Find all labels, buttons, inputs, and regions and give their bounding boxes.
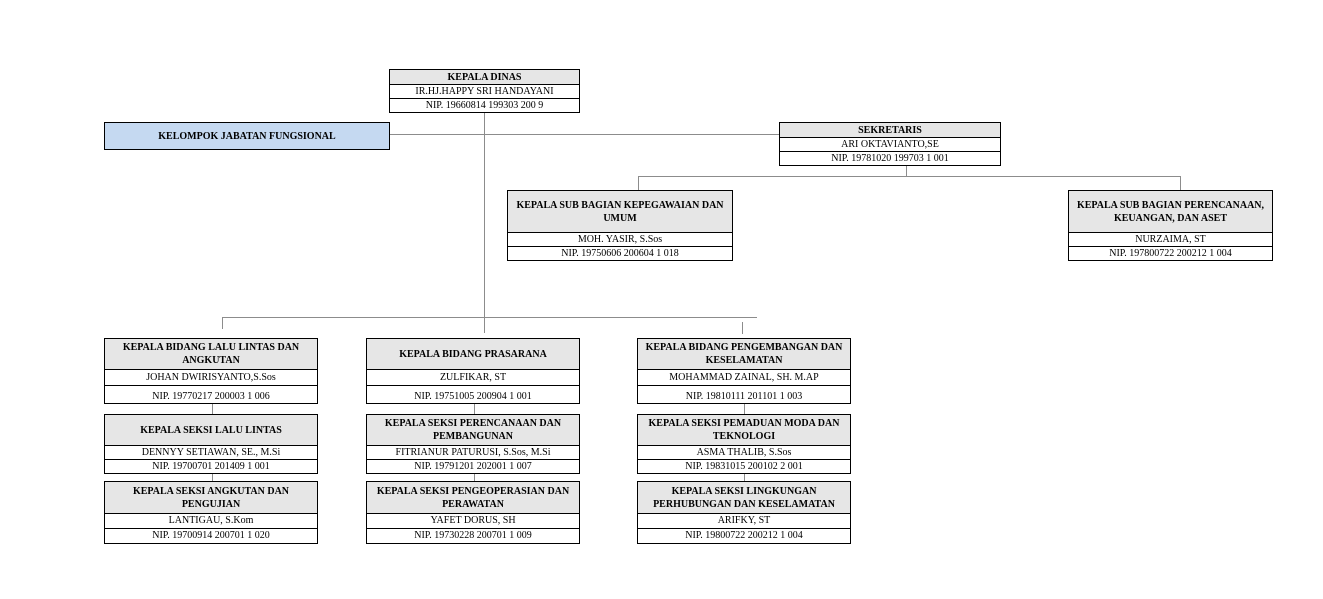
subbag-kepegawaian-title: KEPALA SUB BAGIAN KEPEGAWAIAN DAN UMUM [508,191,732,233]
connector-fungsional [390,134,780,135]
seksi-pengoperasian-nip: NIP. 19730228 200701 1 009 [367,529,579,544]
seksi-lalin-title: KEPALA SEKSI LALU LINTAS [105,415,317,446]
kepala-dinas-box: KEPALA DINAS IR.HJ.HAPPY SRI HANDAYANI N… [389,69,580,113]
seksi-angkutan-box: KEPALA SEKSI ANGKUTAN DAN PENGUJIAN LANT… [104,481,318,544]
connector-subbag-horizontal [638,176,1181,177]
seksi-pemaduan-name: ASMA THALIB, S.Sos [638,446,850,460]
seksi-lalin-nip: NIP. 19700701 201409 1 001 [105,460,317,474]
connector-sekretaris-down [906,163,907,176]
connector-col2-b [474,469,475,481]
seksi-pemaduan-title: KEPALA SEKSI PEMADUAN MODA DAN TEKNOLOGI [638,415,850,446]
seksi-lingkungan-nip: NIP. 19800722 200212 1 004 [638,529,850,544]
kepala-dinas-title: KEPALA DINAS [390,70,579,85]
sekretaris-box: SEKRETARIS ARI OKTAVIANTO,SE NIP. 197810… [779,122,1001,166]
connector-col1-a [212,400,213,414]
subbag-perencanaan-nip: NIP. 197800722 200212 1 004 [1069,247,1272,261]
seksi-perencanaan-box: KEPALA SEKSI PERENCANAAN DAN PEMBANGUNAN… [366,414,580,474]
bidang-lalin-box: KEPALA BIDANG LALU LINTAS DAN ANGKUTAN J… [104,338,318,404]
subbag-perencanaan-title: KEPALA SUB BAGIAN PERENCANAAN, KEUANGAN,… [1069,191,1272,233]
subbag-perencanaan-name: NURZAIMA, ST [1069,233,1272,247]
sekretaris-title: SEKRETARIS [780,123,1000,138]
subbag-kepegawaian-name: MOH. YASIR, S.Sos [508,233,732,247]
seksi-perencanaan-title: KEPALA SEKSI PERENCANAAN DAN PEMBANGUNAN [367,415,579,446]
subbag-kepegawaian-nip: NIP. 19750606 200604 1 018 [508,247,732,261]
seksi-lalin-name: DENNYY SETIAWAN, SE., M.Si [105,446,317,460]
seksi-perencanaan-nip: NIP. 19791201 202001 1 007 [367,460,579,474]
seksi-pengoperasian-name: YAFET DORUS, SH [367,514,579,529]
connector-bidang-horizontal [222,317,757,318]
bidang-prasarana-nip: NIP. 19751005 200904 1 001 [367,386,579,404]
connector-col3-a [744,400,745,414]
sekretaris-nip: NIP. 19781020 199703 1 001 [780,152,1000,166]
bidang-prasarana-title: KEPALA BIDANG PRASARANA [367,339,579,370]
connector-subbag-left [638,176,639,190]
seksi-angkutan-title: KEPALA SEKSI ANGKUTAN DAN PENGUJIAN [105,482,317,514]
connector-bidang-left [222,317,223,329]
seksi-lingkungan-title: KEPALA SEKSI LINGKUNGAN PERHUBUNGAN DAN … [638,482,850,514]
kepala-dinas-nip: NIP. 19660814 199303 200 9 [390,99,579,113]
seksi-pengoperasian-title: KEPALA SEKSI PENGEOPERASIAN DAN PERAWATA… [367,482,579,514]
seksi-angkutan-name: LANTIGAU, S.Kom [105,514,317,529]
seksi-pengoperasian-box: KEPALA SEKSI PENGEOPERASIAN DAN PERAWATA… [366,481,580,544]
seksi-perencanaan-name: FITRIANUR PATURUSI, S.Sos, M.Si [367,446,579,460]
connector-col3-b [744,469,745,481]
bidang-lalin-nip: NIP. 19770217 200003 1 006 [105,386,317,404]
seksi-pemaduan-box: KEPALA SEKSI PEMADUAN MODA DAN TEKNOLOGI… [637,414,851,474]
seksi-lalin-box: KEPALA SEKSI LALU LINTAS DENNYY SETIAWAN… [104,414,318,474]
bidang-prasarana-box: KEPALA BIDANG PRASARANA ZULFIKAR, ST NIP… [366,338,580,404]
seksi-lingkungan-name: ARIFKY, ST [638,514,850,529]
subbag-perencanaan-box: KEPALA SUB BAGIAN PERENCANAAN, KEUANGAN,… [1068,190,1273,261]
kelompok-fungsional-box: KELOMPOK JABATAN FUNGSIONAL [104,122,390,150]
bidang-pengembangan-nip: NIP. 19810111 201101 1 003 [638,386,850,404]
seksi-lingkungan-box: KEPALA SEKSI LINGKUNGAN PERHUBUNGAN DAN … [637,481,851,544]
connector-main-vertical [484,109,485,333]
seksi-angkutan-nip: NIP. 19700914 200701 1 020 [105,529,317,544]
connector-col2-a [474,400,475,414]
kelompok-fungsional-title: KELOMPOK JABATAN FUNGSIONAL [158,130,336,142]
kepala-dinas-name: IR.HJ.HAPPY SRI HANDAYANI [390,85,579,99]
connector-col1-b [212,469,213,481]
bidang-pengembangan-title: KEPALA BIDANG PENGEMBANGAN DAN KESELAMAT… [638,339,850,370]
sekretaris-name: ARI OKTAVIANTO,SE [780,138,1000,152]
connector-bidang-right [742,322,743,334]
bidang-pengembangan-name: MOHAMMAD ZAINAL, SH. M.AP [638,370,850,386]
subbag-kepegawaian-box: KEPALA SUB BAGIAN KEPEGAWAIAN DAN UMUM M… [507,190,733,261]
bidang-pengembangan-box: KEPALA BIDANG PENGEMBANGAN DAN KESELAMAT… [637,338,851,404]
bidang-lalin-title: KEPALA BIDANG LALU LINTAS DAN ANGKUTAN [105,339,317,370]
seksi-pemaduan-nip: NIP. 19831015 200102 2 001 [638,460,850,474]
connector-subbag-right [1180,176,1181,190]
bidang-prasarana-name: ZULFIKAR, ST [367,370,579,386]
bidang-lalin-name: JOHAN DWIRISYANTO,S.Sos [105,370,317,386]
